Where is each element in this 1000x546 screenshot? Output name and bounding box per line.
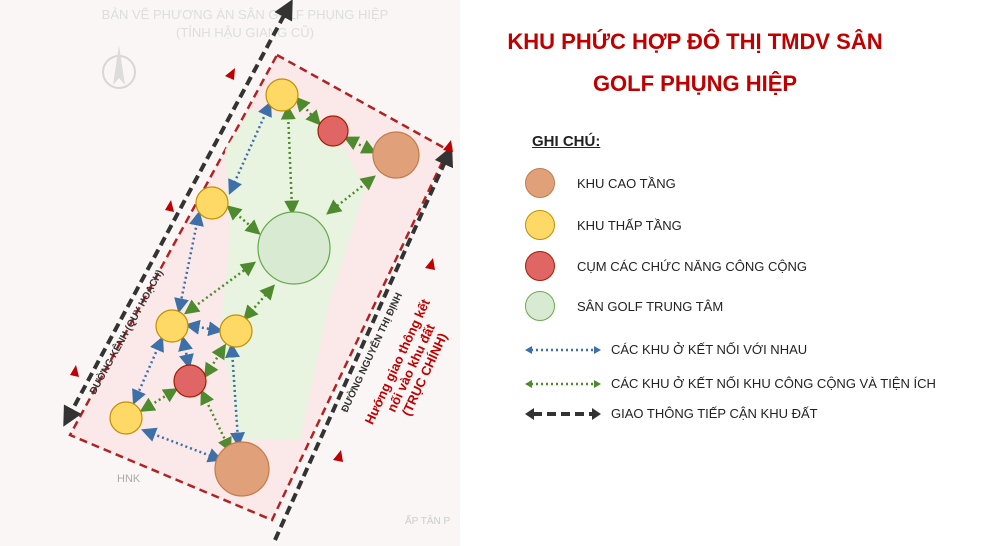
blue-dotted-arrow-icon [525, 345, 601, 354]
high-rise-zone [214, 441, 270, 497]
low-rise-zone [219, 314, 253, 348]
map-label-ap: ẤP TÂN P [405, 514, 451, 527]
central-golf-course [257, 211, 331, 285]
legend-item-residential-links: CÁC KHU Ở KẾT NỐI VỚI NHAU [525, 342, 807, 357]
legend-item-access: GIAO THÔNG TIẾP CẬN KHU ĐẤT [525, 406, 818, 421]
site-plan-map: BẢN VẼ PHƯƠNG ÁN SÂN GOLF PHỤNG HIỆP (TỈ… [0, 0, 460, 546]
low-rise-zone [195, 186, 229, 220]
public-zone [173, 364, 207, 398]
page-title-line-1: KHU PHỨC HỢP ĐÔ THỊ TMDV SÂN [507, 29, 883, 54]
legend-item-public: CỤM CÁC CHỨC NĂNG CÔNG CỘNG [525, 251, 807, 281]
low-rise-zone [109, 401, 143, 435]
legend-item-golf: SÂN GOLF TRUNG TÂM [525, 291, 723, 321]
map-header-1: BẢN VẼ PHƯƠNG ÁN SÂN GOLF PHỤNG HIỆP [102, 7, 389, 22]
page-title-line-2: GOLF PHỤNG HIỆP [592, 71, 798, 96]
black-dashed-arrow-icon [525, 407, 601, 420]
access-arrow-right [273, 145, 454, 541]
public-zone [317, 115, 349, 147]
legend-heading: GHI CHÚ: [532, 133, 601, 150]
green-dotted-arrow-icon [525, 379, 601, 388]
map-label-hnk: HNK [117, 473, 141, 485]
high-rise-zone [372, 131, 420, 179]
map-header-2: (TỈNH HẬU GIANG CŨ) [176, 25, 314, 40]
legend-item-public-links: CÁC KHU Ở KẾT NỐI KHU CÔNG CỘNG VÀ TIỆN … [525, 376, 936, 391]
low-rise-zone [265, 78, 299, 112]
legend-item-low-rise: KHU THẤP TẦNG [525, 210, 682, 240]
direction-markers [70, 68, 453, 462]
low-rise-zone [155, 309, 189, 343]
legend-item-high-rise: KHU CAO TẦNG [525, 168, 676, 198]
